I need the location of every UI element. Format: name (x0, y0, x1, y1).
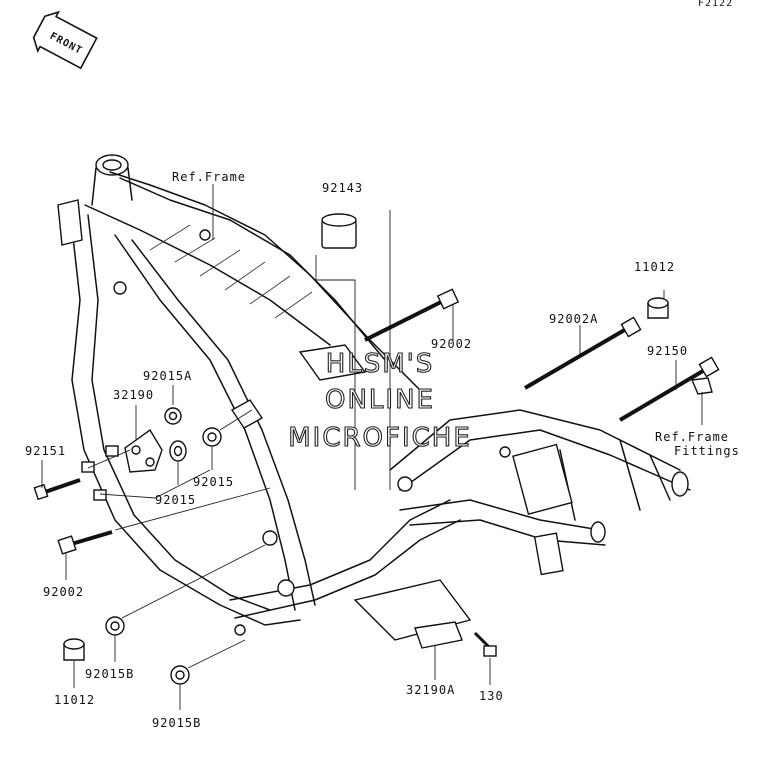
label-92143: 92143 (322, 181, 363, 195)
label-ref-frame-fittings-line1: Ref.Frame (655, 430, 729, 444)
part-92002-bolt-left (57, 487, 271, 580)
part-92015B-nut-b (170, 639, 246, 710)
label-92015B-b: 92015B (152, 716, 201, 730)
label-11012-top: 11012 (634, 260, 675, 274)
part-92002A-long-bolt (523, 316, 642, 390)
label-92002-top: 92002 (431, 337, 472, 351)
part-11012-cap-top (647, 290, 669, 319)
part-92002-bolt-top (364, 288, 460, 342)
label-92002-left: 92002 (43, 585, 84, 599)
part-11012-cap-bottom (63, 638, 85, 688)
part-92150-bolt (618, 356, 720, 425)
label-92002A: 92002A (549, 312, 598, 326)
part-92015-nut-mid (202, 409, 253, 470)
label-ref-frame: Ref.Frame (172, 170, 246, 184)
part-92151-bolt (33, 445, 211, 501)
figure-code: F2122 (698, 0, 733, 9)
label-92015-left: 92015 (155, 493, 196, 507)
label-92015A: 92015A (143, 369, 192, 383)
motorcycle-frame (57, 154, 691, 649)
part-130-bolt (473, 631, 497, 685)
label-92015-mid: 92015 (193, 475, 234, 489)
front-arrow-icon: FRONT (32, 10, 98, 70)
watermark-line-1: HLSM'S (326, 349, 435, 379)
label-11012-bottom: 11012 (54, 693, 95, 707)
part-92015A-nut (164, 385, 182, 425)
watermark-line-3: MICROFICHE (288, 423, 472, 453)
part-92015-nut-left (169, 440, 187, 485)
watermark-line-2: ONLINE (325, 385, 435, 415)
label-92151: 92151 (25, 444, 66, 458)
part-32190-bracket (124, 405, 163, 473)
label-92015B-a: 92015B (85, 667, 134, 681)
label-ref-frame-fittings-line2: Fittings (674, 444, 740, 458)
label-92150: 92150 (647, 344, 688, 358)
watermark: HLSM'S ONLINE MICROFICHE (288, 348, 472, 453)
part-92143-collar (315, 210, 391, 490)
label-32190: 32190 (113, 388, 154, 402)
part-92015B-nut-a (105, 544, 266, 662)
label-32190A: 32190A (406, 683, 455, 697)
label-130: 130 (479, 689, 504, 703)
